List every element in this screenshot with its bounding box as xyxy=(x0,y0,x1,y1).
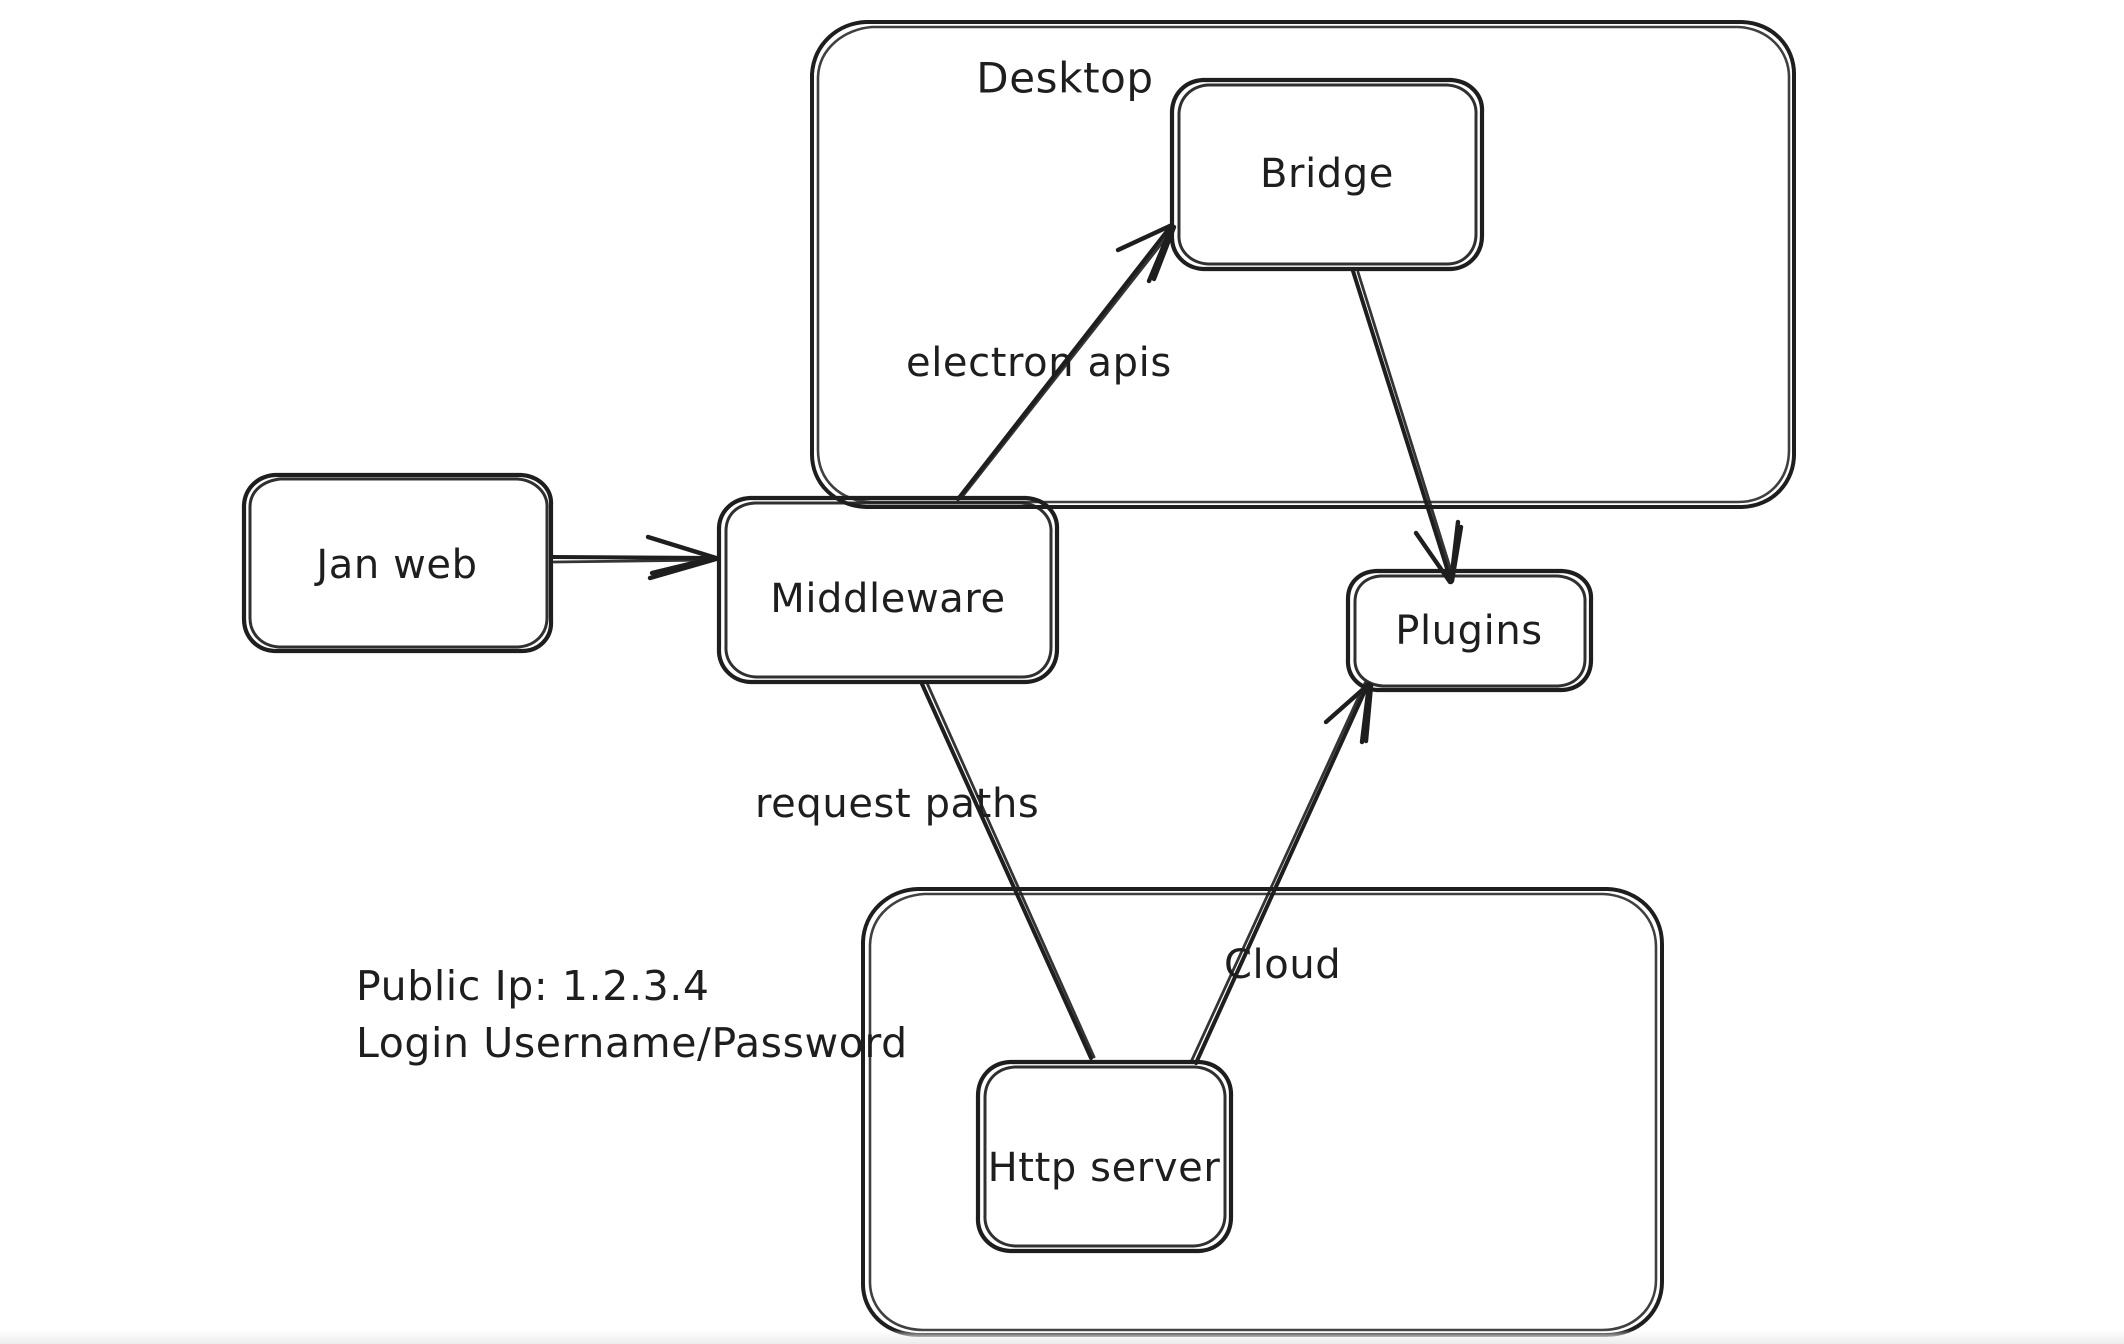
note-public-ip: Public Ip: 1.2.3.4 xyxy=(356,962,710,1010)
node-http-server[interactable]: Http server xyxy=(975,1059,1234,1254)
group-desktop[interactable]: Desktop xyxy=(809,20,1797,509)
node-middleware[interactable]: Middleware xyxy=(716,495,1060,685)
edge-bridge-to-plugins[interactable] xyxy=(1351,269,1464,585)
edge-label-electron-apis: electron apis xyxy=(906,340,1172,386)
node-label-middleware: Middleware xyxy=(770,576,1006,622)
notes-block: Public Ip: 1.2.3.4 Login Username/Passwo… xyxy=(356,962,908,1067)
node-label-bridge: Bridge xyxy=(1260,151,1394,197)
edge-jan-web-to-middleware[interactable] xyxy=(551,534,719,581)
edge-middleware-to-http-server[interactable]: request paths xyxy=(755,681,1096,1060)
node-label-plugins: Plugins xyxy=(1395,608,1542,654)
edge-middleware-to-bridge[interactable]: electron apis xyxy=(906,222,1177,501)
group-label-desktop: Desktop xyxy=(976,54,1153,103)
node-bridge[interactable]: Bridge xyxy=(1169,77,1485,272)
edge-http-server-to-plugins[interactable]: Cloud xyxy=(1189,681,1374,1065)
note-login-credentials: Login Username/Password xyxy=(356,1019,908,1067)
node-label-http-server: Http server xyxy=(988,1145,1221,1191)
node-jan-web[interactable]: Jan web xyxy=(241,472,554,654)
node-label-jan-web: Jan web xyxy=(313,542,477,588)
edge-label-cloud: Cloud xyxy=(1224,942,1341,988)
edge-label-request-paths: request paths xyxy=(755,781,1039,827)
node-plugins[interactable]: Plugins xyxy=(1345,568,1594,693)
